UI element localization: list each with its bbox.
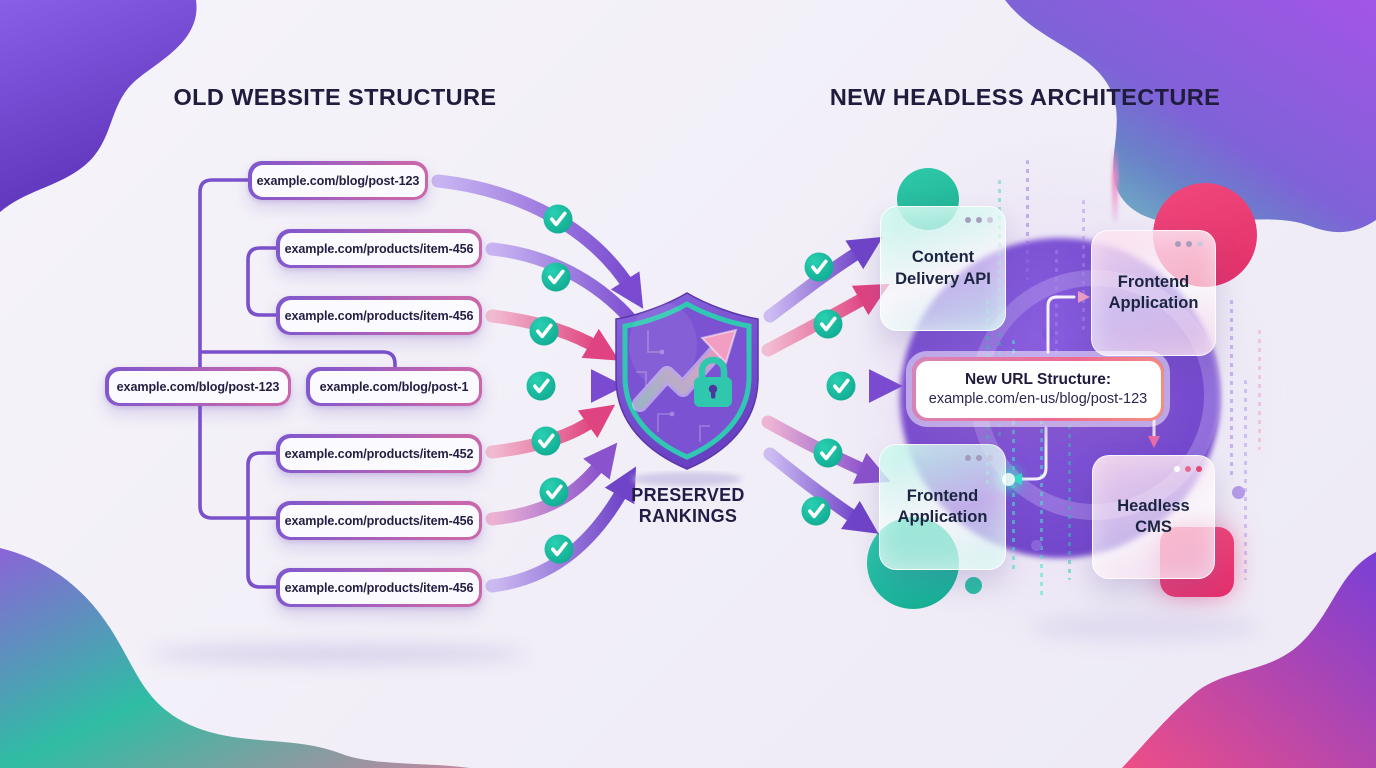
card-label: Content Delivery API: [895, 248, 991, 288]
url-box: example.com/products/item-456: [276, 501, 482, 540]
url-box: example.com/products/item-456: [276, 568, 482, 607]
old-structure-title: OLD WEBSITE STRUCTURE: [173, 84, 497, 110]
url-box: example.com/products/item-456: [276, 296, 482, 335]
matrix-rain-column: [1055, 250, 1058, 400]
rankings-line: RANKINGS: [638, 506, 738, 527]
card-label: Frontend Application: [897, 486, 988, 526]
lavender-dot: [1232, 486, 1245, 499]
new-url-title: New URL Structure:: [964, 371, 1112, 388]
connector-arrowhead: [1148, 436, 1160, 448]
blob-bottom-left: [0, 548, 470, 768]
card-frontend-application-top: Frontend Application: [1091, 230, 1216, 356]
url-label: example.com/products/item-456: [279, 571, 479, 604]
url-label: example.com/blog/post-1: [309, 370, 479, 403]
new-url-card: New URL Structure: example.com/en-us/blo…: [912, 357, 1164, 421]
trending-up-arrow-icon: [632, 328, 738, 412]
matrix-rain-column: [1230, 300, 1233, 480]
ground-shadow-left: [148, 644, 528, 664]
tree-connectors: [198, 178, 397, 589]
teal-dot: [965, 577, 982, 594]
preserved-line: PRESERVED: [631, 485, 745, 505]
matrix-rain-column: [1244, 380, 1247, 580]
matrix-rain-column: [1068, 380, 1071, 580]
url-label: example.com/blog/post-123: [108, 370, 288, 403]
shield-icon: [615, 292, 759, 486]
url-box: example.com/blog/post-123: [248, 161, 428, 200]
window-dots-icon: [965, 217, 993, 223]
url-label: example.com/blog/post-123: [251, 164, 425, 197]
blob-top-right: [1005, 0, 1376, 233]
url-box: example.com/products/item-456: [276, 229, 482, 268]
window-dots-icon: [1174, 466, 1202, 472]
card-frontend-application-bottom: Frontend Application: [879, 444, 1006, 570]
url-label: example.com/products/item-456: [279, 504, 479, 537]
connector-arrowhead: [1078, 291, 1090, 303]
checkmark-badges: [526, 204, 856, 564]
purple-dot: [1031, 540, 1042, 551]
window-dots-icon: [965, 455, 993, 461]
url-box: example.com/blog/post-123: [105, 367, 291, 406]
url-label: example.com/products/item-452: [279, 437, 479, 470]
blob-top-left: [0, 0, 197, 212]
blob-bottom-right: [1122, 552, 1376, 768]
flow-arrows-right: [761, 236, 903, 534]
card-headless-cms: Headless CMS: [1092, 455, 1215, 579]
card-content-delivery-api: Content Delivery API: [880, 206, 1006, 331]
ground-shadow-right: [1030, 612, 1260, 642]
new-url-card-inner: New URL Structure: example.com/en-us/blo…: [915, 360, 1161, 418]
preserved-rankings-label: PRESERVED RANKINGS: [598, 485, 778, 527]
connector-arrowhead: [1010, 473, 1022, 485]
matrix-rain-column: [1012, 340, 1015, 570]
url-box: example.com/products/item-452: [276, 434, 482, 473]
new-architecture-title: NEW HEADLESS ARCHITECTURE: [829, 84, 1221, 110]
matrix-rain-column: [1040, 420, 1043, 600]
matrix-rain-column: [1082, 200, 1085, 330]
card-label: Frontend Application: [1108, 272, 1199, 312]
url-label: example.com/products/item-456: [279, 232, 479, 265]
matrix-rain-column: [1026, 160, 1029, 280]
window-dots-icon: [1175, 241, 1203, 247]
card-label: Headless CMS: [1117, 496, 1190, 536]
matrix-rain-column: [1258, 330, 1261, 450]
new-url-value: example.com/en-us/blog/post-123: [928, 391, 1148, 407]
url-label: example.com/products/item-456: [279, 299, 479, 332]
glow-beam: [1112, 148, 1118, 222]
padlock-icon: [694, 356, 732, 407]
url-box: example.com/blog/post-1: [306, 367, 482, 406]
